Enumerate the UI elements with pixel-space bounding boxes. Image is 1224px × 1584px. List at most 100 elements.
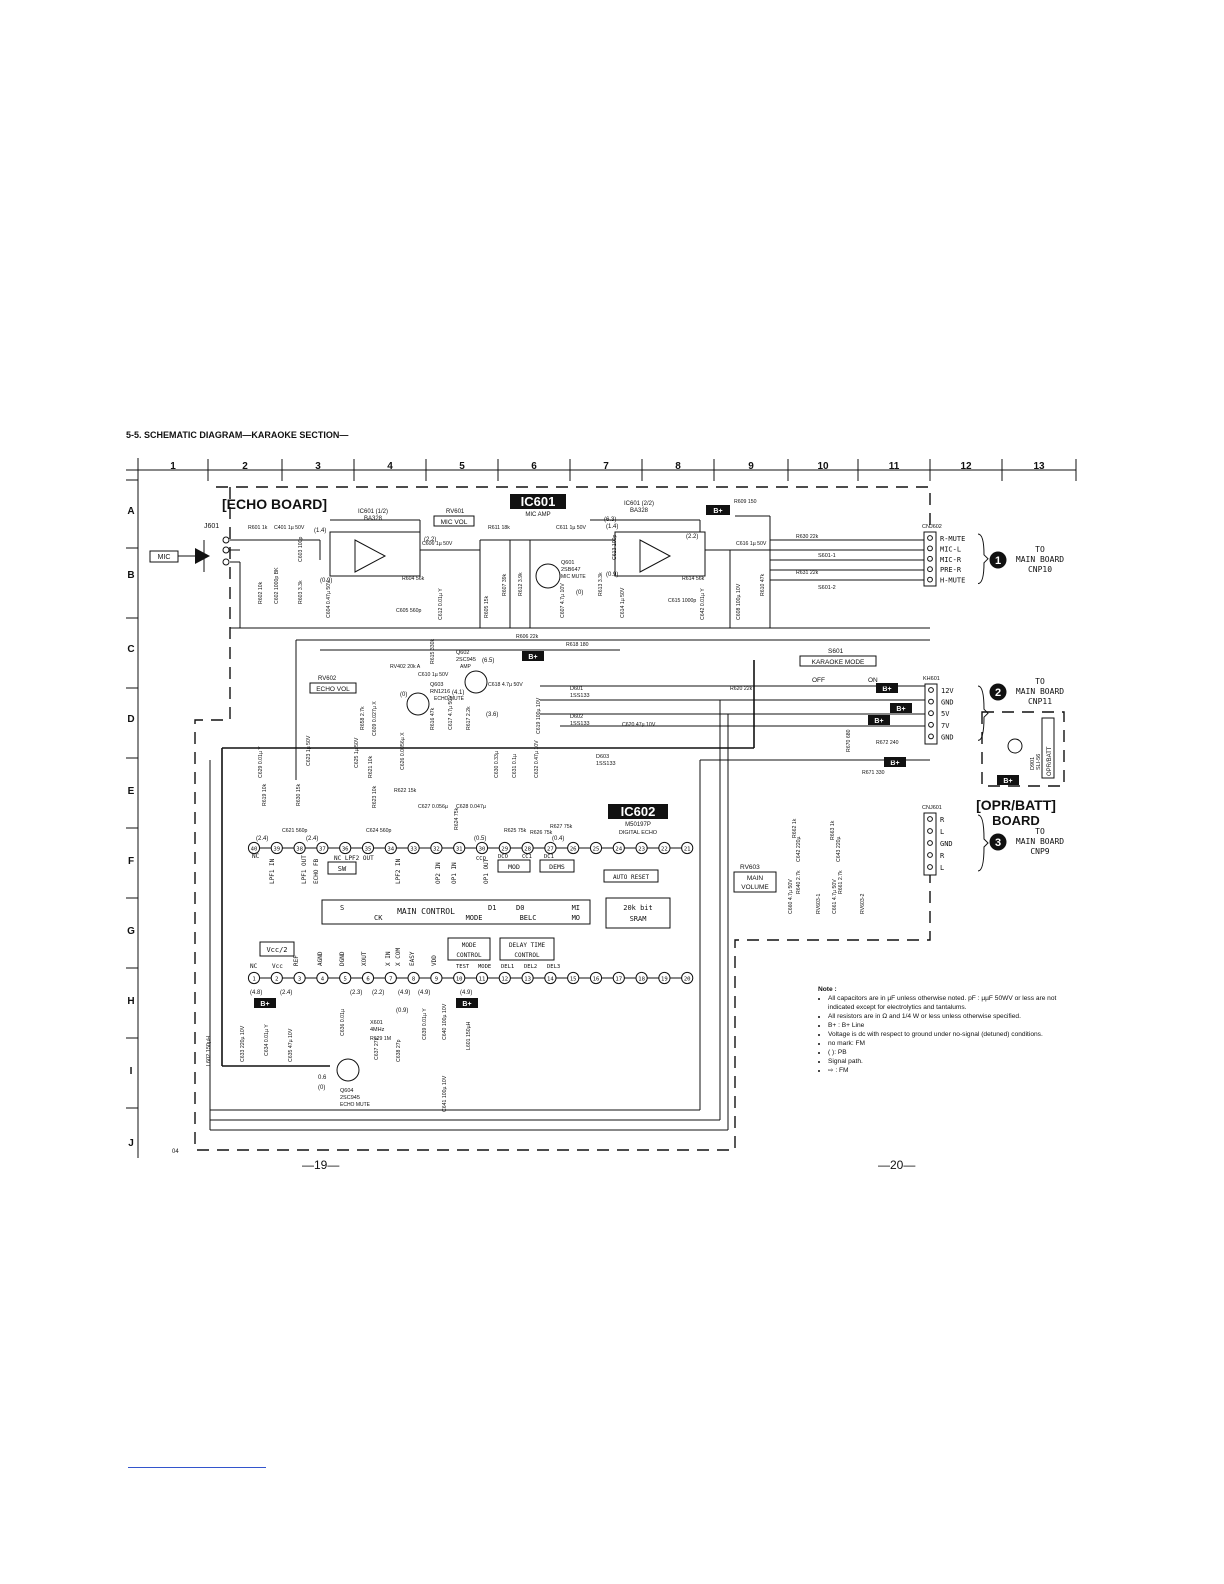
ic602-pin-number: 30 (479, 847, 486, 853)
row-label: B (127, 570, 134, 581)
row-ticks (126, 479, 138, 1109)
ic602-pin (339, 971, 352, 985)
svg-text:LPF2 IN: LPF2 IN (395, 858, 402, 884)
voltage-value: (6.3) (604, 517, 616, 523)
notes-panel: Note : All capacitors are in µF unless o… (818, 985, 1058, 1075)
svg-text:MIC MUTE: MIC MUTE (561, 574, 586, 580)
ic602-pin (521, 971, 534, 985)
rv601-label: RV601 (446, 509, 465, 515)
column-label: 7 (603, 461, 609, 472)
ic602-pin (316, 841, 329, 855)
connector-brace (977, 814, 989, 872)
column-label: 10 (817, 461, 829, 472)
component-value: R606 22k (516, 634, 539, 640)
component-value: R623 10k (372, 785, 378, 808)
connector-name: CNJ602 (922, 524, 942, 530)
connector-pin (927, 816, 933, 822)
voltage-value: 0.6 (318, 1075, 327, 1081)
page-number-left: —19— (302, 1158, 340, 1172)
connector-name: KH601 (923, 676, 940, 682)
component-value: L601 150µH (466, 1021, 472, 1050)
column-label: 11 (889, 461, 900, 472)
voltage-value: (2.4) (256, 836, 268, 842)
ic602-pin (681, 971, 694, 985)
component-value: R610 47k (760, 573, 766, 596)
main-volume-label-2: VOLUME (741, 884, 769, 891)
connector-pin (927, 555, 933, 562)
component-value: R622 15k (394, 788, 417, 794)
connector-pin (928, 733, 934, 740)
ic602-pin-number: 35 (365, 847, 372, 853)
connector-pin-label: L (940, 828, 944, 836)
mic-amp-wiring (230, 515, 930, 780)
column-label: 8 (675, 461, 681, 472)
ic602-pin-number: 4 (321, 977, 325, 983)
svg-text:B+: B+ (890, 760, 899, 767)
connector-pin (927, 840, 933, 846)
component-value: C624 560p (366, 828, 391, 834)
component-value: C629 0.01µ Y (258, 746, 264, 778)
component-value: R671 330 (862, 770, 885, 776)
component-value: R631 22k (796, 570, 819, 576)
ic602-pin-number: 13 (524, 977, 531, 983)
note-item: Signal path. (828, 1057, 1058, 1066)
component-value: C602 1000p BK (274, 567, 280, 604)
row-label: E (128, 786, 135, 797)
main-volume-label-1: MAIN (747, 875, 764, 882)
note-item: ⇨ : FM (828, 1066, 1058, 1075)
rv603-label: RV603 (740, 864, 760, 871)
connector-pin-label: GND (940, 840, 953, 848)
component-value: R617 2.2k (466, 706, 472, 730)
svg-text:D0: D0 (516, 904, 524, 912)
svg-text:OP1 OUT: OP1 OUT (483, 858, 490, 884)
ic602-pin-number: 9 (435, 977, 438, 983)
ic602-pin (589, 841, 603, 855)
svg-text:S: S (340, 904, 344, 912)
connector-marker-number: 1 (995, 555, 1001, 567)
component-value: C639 0.01µ Y (422, 1008, 428, 1040)
column-label: 2 (242, 461, 248, 472)
component-value: C621 560p (282, 828, 307, 834)
ic602-pin (384, 841, 397, 855)
svg-text:DC1: DC1 (544, 854, 554, 860)
svg-text:OP1 IN: OP1 IN (451, 862, 458, 884)
q601-transistor: Q601 2SB647 MIC MUTE (535, 560, 586, 589)
voltage-value: (2.4) (306, 836, 318, 842)
voltage-value: (0.9) (396, 1008, 408, 1014)
svg-text:TEST: TEST (456, 964, 470, 970)
component-value: C605 560p (396, 608, 421, 614)
component-value: R661 2.7k (838, 870, 844, 894)
connector-brace (977, 533, 989, 585)
echo-board-outline (194, 486, 931, 1151)
ic602-pin-number: 25 (593, 847, 600, 853)
connector-pin-label: MIC-R (940, 556, 962, 564)
svg-text:DCO: DCO (498, 854, 508, 860)
notes-heading: Note : (818, 986, 837, 993)
footer-link-line[interactable] (128, 1467, 266, 1468)
ic602-pin (247, 841, 261, 855)
row-label: F (128, 856, 134, 867)
component-value: RV603-2 (860, 894, 866, 914)
svg-text:S601-1: S601-1 (818, 553, 836, 559)
echo-vol-label: ECHO VOL (316, 686, 350, 693)
svg-text:4MHz: 4MHz (370, 1027, 385, 1033)
component-value: R604 56k (402, 576, 425, 582)
ic602-pin (589, 971, 603, 985)
connector-pin-label: 12V (941, 687, 954, 695)
component-value: C608 100µ 10V (736, 583, 742, 620)
voltage-value: (2.2) (424, 537, 436, 543)
component-value: C604 0.47µ 50V (326, 580, 332, 618)
svg-text:B+: B+ (462, 1001, 471, 1008)
component-value: R627 75k (550, 824, 573, 830)
ic602-pin (247, 971, 261, 985)
ic602-pin-number: 23 (638, 847, 645, 853)
svg-text:RN1216: RN1216 (430, 689, 450, 695)
diodes: D601 1SS133 D602 1SS133 D603 1SS133 (540, 685, 930, 767)
connector-to: TO (1035, 827, 1045, 836)
component-value: R630 15k (296, 783, 302, 806)
svg-text:Q604: Q604 (340, 1088, 353, 1094)
